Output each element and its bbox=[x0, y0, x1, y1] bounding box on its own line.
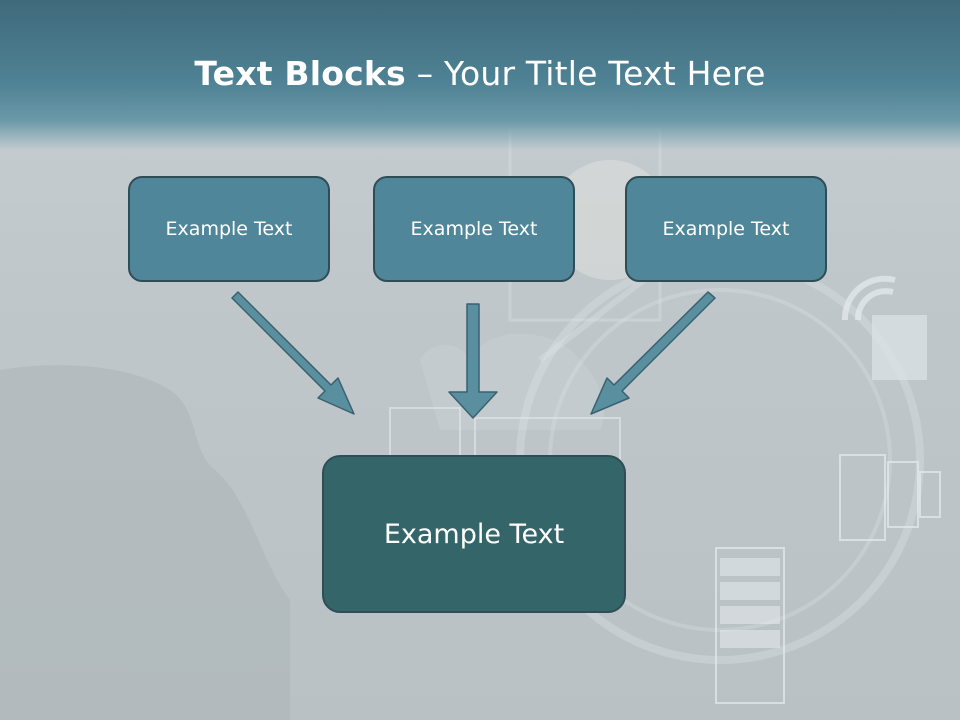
text-block-bottom[interactable]: Example Text bbox=[322, 455, 626, 613]
text-block-center[interactable]: Example Text bbox=[373, 176, 575, 282]
title-banner bbox=[0, 0, 960, 150]
arrow-center bbox=[448, 303, 498, 419]
text-block-left-label: Example Text bbox=[165, 218, 293, 240]
arrow-right bbox=[590, 291, 716, 415]
title-dash: – bbox=[405, 54, 444, 93]
page-title: Text Blocks – Your Title Text Here bbox=[0, 54, 960, 93]
text-block-right-label: Example Text bbox=[662, 218, 790, 240]
title-light: Your Title Text Here bbox=[443, 54, 766, 93]
text-block-left[interactable]: Example Text bbox=[128, 176, 330, 282]
text-block-center-label: Example Text bbox=[410, 218, 538, 240]
text-block-right[interactable]: Example Text bbox=[625, 176, 827, 282]
title-bold: Text Blocks bbox=[194, 54, 406, 93]
text-block-bottom-label: Example Text bbox=[383, 518, 565, 550]
arrow-left bbox=[231, 291, 355, 415]
